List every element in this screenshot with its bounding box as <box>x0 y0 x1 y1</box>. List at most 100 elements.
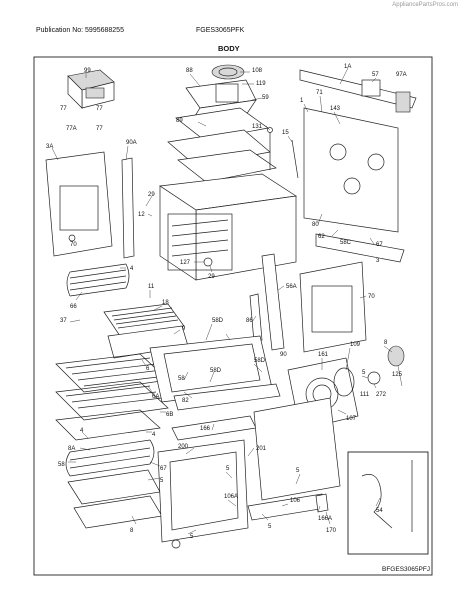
callout-29: 29 <box>148 192 155 198</box>
callout-170: 170 <box>326 528 337 534</box>
part-54-wire-harness-inset <box>347 451 429 555</box>
callout-11: 11 <box>148 284 155 290</box>
callout-166a: 166A <box>318 516 332 522</box>
callout-4: 4 <box>80 428 84 434</box>
callout-5: 5 <box>226 466 230 472</box>
callout-108: 108 <box>252 68 263 74</box>
callout-125: 125 <box>392 372 403 378</box>
callout-8: 8 <box>130 528 134 534</box>
part-8a-bake-element <box>65 439 155 477</box>
callout-90: 90 <box>280 352 287 358</box>
callout-131: 131 <box>252 124 263 130</box>
callout-77a: 77A <box>66 126 77 132</box>
callout-5: 5 <box>296 468 300 474</box>
callout-15: 15 <box>282 130 289 136</box>
callout-58: 58 <box>178 376 185 382</box>
callout-82: 82 <box>182 398 189 404</box>
callout-86: 86 <box>246 318 253 324</box>
callout-58c: 58C <box>340 240 352 246</box>
callout-200: 200 <box>178 444 189 450</box>
callout-66: 66 <box>70 304 77 310</box>
callout-88: 88 <box>186 68 193 74</box>
callout-201: 201 <box>256 446 267 452</box>
callout-37: 37 <box>60 318 67 324</box>
callout-89: 89 <box>176 118 183 124</box>
part-6-oven-racks <box>55 353 169 441</box>
callout-6b: 6B <box>166 412 173 418</box>
callout-111: 111 <box>360 392 370 398</box>
callout-70: 70 <box>70 242 77 248</box>
callout-29: 29 <box>208 274 215 280</box>
callout-18: 18 <box>162 300 169 306</box>
callout-106: 106 <box>290 498 301 504</box>
callout-77: 77 <box>60 106 67 112</box>
callout-70: 70 <box>368 294 375 300</box>
callout-58d: 58D <box>212 318 224 324</box>
part-18-broil-pan <box>103 303 189 359</box>
callout-58: 58 <box>58 462 65 468</box>
callout-67: 67 <box>376 242 383 248</box>
part-58-door-frame <box>149 335 281 411</box>
watermark: AppliancePartsPros.com <box>392 2 458 8</box>
callout-8a: 8A <box>68 446 75 452</box>
callout-77: 77 <box>96 106 103 112</box>
callout-54: 54 <box>376 508 383 514</box>
callout-59: 59 <box>262 95 269 101</box>
callout-1: 1 <box>300 98 304 104</box>
part-8-drawer-panels <box>67 469 163 529</box>
callout-5: 5 <box>362 370 366 376</box>
part-57-bracket <box>361 79 411 113</box>
section-title: BODY <box>218 44 240 53</box>
part-71-rear-panel <box>299 69 417 263</box>
part-3a-left-side <box>45 151 113 257</box>
callout-90a: 90A <box>126 140 137 146</box>
callout-9: 9 <box>182 326 186 332</box>
part-90a-front-strip <box>121 157 135 259</box>
callout-71: 71 <box>316 90 323 96</box>
callout-127: 127 <box>180 260 191 266</box>
part-56a-side-trim <box>249 253 285 351</box>
callout-5: 5 <box>190 534 194 540</box>
callout-5: 5 <box>268 524 272 530</box>
publication-number: Publication No: 5995688255 <box>36 27 124 34</box>
model-number: FGES3065PFK <box>196 27 245 34</box>
callout-272: 272 <box>376 392 387 398</box>
callout-3: 3 <box>376 258 380 264</box>
callout-58d: 58D <box>254 358 266 364</box>
callout-8: 8 <box>384 340 388 346</box>
callout-77: 77 <box>96 126 103 132</box>
callout-58d: 58D <box>210 368 222 374</box>
callout-4: 4 <box>130 266 134 272</box>
callout-3a: 3A <box>46 144 53 150</box>
callout-12: 12 <box>138 212 145 218</box>
callout-57: 57 <box>372 72 379 78</box>
callout-106a: 106A <box>224 494 238 500</box>
callout-161: 161 <box>318 352 329 358</box>
callout-80: 80 <box>312 222 319 228</box>
callout-62: 62 <box>318 234 325 240</box>
leader-lines <box>51 67 403 535</box>
callout-99: 99 <box>84 68 91 74</box>
callout-4: 4 <box>152 432 156 438</box>
part-66-broil-element <box>66 263 130 297</box>
callout-97a: 97A <box>396 72 407 78</box>
callout-1a: 1A <box>344 64 351 70</box>
diagram-code: BFGES3065PFJ <box>382 566 431 573</box>
part-89-top-shield <box>167 107 277 183</box>
callout-119: 119 <box>256 81 266 87</box>
callout-143: 143 <box>330 106 341 112</box>
callout-labels: 99 77 77 77A 77 88 108 119 59 89 131 15 … <box>46 64 407 540</box>
callout-5: 5 <box>160 478 164 484</box>
part-drawer-assembly <box>157 397 341 549</box>
callout-166: 166 <box>200 426 211 432</box>
callout-6a: 6A <box>152 394 159 400</box>
callout-56a: 56A <box>286 284 297 290</box>
callout-67: 67 <box>160 466 167 472</box>
part-70-right-side <box>299 261 367 353</box>
callout-109: 109 <box>350 342 361 348</box>
callout-107: 107 <box>346 416 357 422</box>
part-99-transformer <box>67 69 115 109</box>
callout-6: 6 <box>146 366 150 372</box>
diagram-frame <box>33 56 433 576</box>
